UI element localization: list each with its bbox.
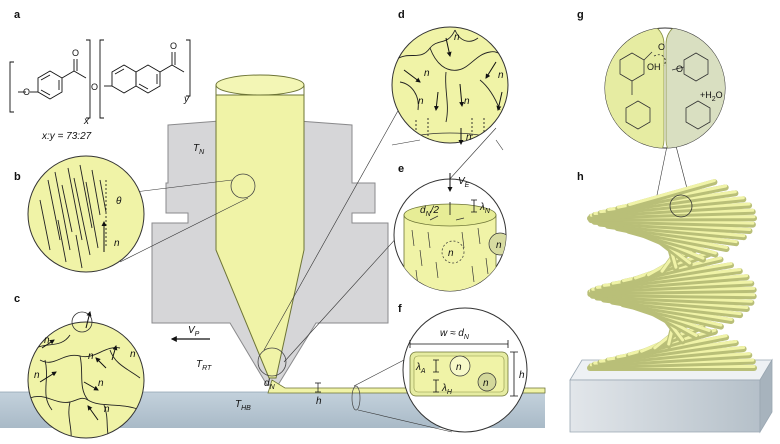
polymer-structure xyxy=(9,39,191,119)
carbonyl-o-a2: O xyxy=(170,41,177,51)
subscript-y: y xyxy=(183,94,190,105)
panel-c-label: c xyxy=(14,293,20,305)
panel-h-label: h xyxy=(577,171,584,183)
panel-g-zoom xyxy=(604,27,726,149)
director-n-c3: n xyxy=(34,370,40,381)
lambda-n-label: λN xyxy=(479,202,491,215)
helix-filament-highlight xyxy=(628,179,716,206)
panel-f-label: f xyxy=(398,303,402,315)
director-n-d2: n xyxy=(424,68,430,79)
filament-height-label: h xyxy=(519,370,525,381)
panel-e-zoom xyxy=(393,173,507,292)
filament-width-label: w ≈ dN xyxy=(440,328,470,341)
room-temperature-label: TRT xyxy=(196,359,212,372)
director-n-c1: n xyxy=(88,351,94,362)
extrusion-velocity-label: VE xyxy=(458,176,470,189)
tilt-angle-theta: θ xyxy=(116,196,122,207)
water-release-label: +H2O xyxy=(700,90,723,103)
director-n-b: n xyxy=(114,238,120,249)
director-n-d5: n xyxy=(418,96,424,107)
director-n-c4: n xyxy=(98,378,104,389)
ether-o-a2: O xyxy=(91,82,98,92)
panel-a-label: a xyxy=(14,9,21,21)
half-diameter-label: dN/2 xyxy=(420,205,439,218)
panel-c-zoom xyxy=(27,311,145,439)
panel-g-label: g xyxy=(577,9,584,21)
director-n-c2: n xyxy=(130,349,136,360)
panel-b-zoom xyxy=(27,155,145,273)
director-n-f2: n xyxy=(483,378,489,389)
director-n-c5: n xyxy=(104,404,110,415)
director-n-e2: n xyxy=(496,240,502,251)
carbonyl-o-a1: O xyxy=(72,48,79,58)
panel-b-label: b xyxy=(14,171,21,183)
lambda-h-label: λH xyxy=(441,383,453,396)
panel-f-zoom xyxy=(402,307,528,433)
ester-o-g: O xyxy=(676,64,683,74)
nozzle-temperature-label: TN xyxy=(193,143,205,156)
panel-h-inspection-circle xyxy=(669,194,693,218)
layer-height-label: h xyxy=(316,396,322,407)
subscript-x: x xyxy=(83,116,90,127)
bed-temperature-label: THB xyxy=(235,399,251,412)
director-n-d6: n xyxy=(466,132,472,143)
panel-d-label: d xyxy=(398,9,405,21)
lambda-a-label: λA xyxy=(415,362,426,375)
hydroxyl-group-label: OH xyxy=(647,62,661,72)
copolymer-ratio: x:y = 73:27 xyxy=(41,131,92,142)
director-n-d4: n xyxy=(464,96,470,107)
director-n-d3: n xyxy=(498,70,504,81)
director-n-c6: n xyxy=(44,335,50,346)
director-n-f1: n xyxy=(456,362,462,373)
ether-o-a1: O xyxy=(23,87,30,97)
panel-d-zoom xyxy=(391,26,509,145)
print-velocity-label: VP xyxy=(188,325,200,338)
carbonyl-o-g: O xyxy=(658,42,665,52)
panel-e-label: e xyxy=(398,163,404,175)
connector-lines xyxy=(119,99,691,433)
nozzle-diameter-label: dN xyxy=(264,378,276,391)
director-n-e1: n xyxy=(448,248,454,259)
helical-structure xyxy=(569,179,773,434)
director-n-d1: n xyxy=(454,32,460,43)
nozzle-body xyxy=(151,74,546,411)
layer-height-bracket xyxy=(315,382,321,393)
